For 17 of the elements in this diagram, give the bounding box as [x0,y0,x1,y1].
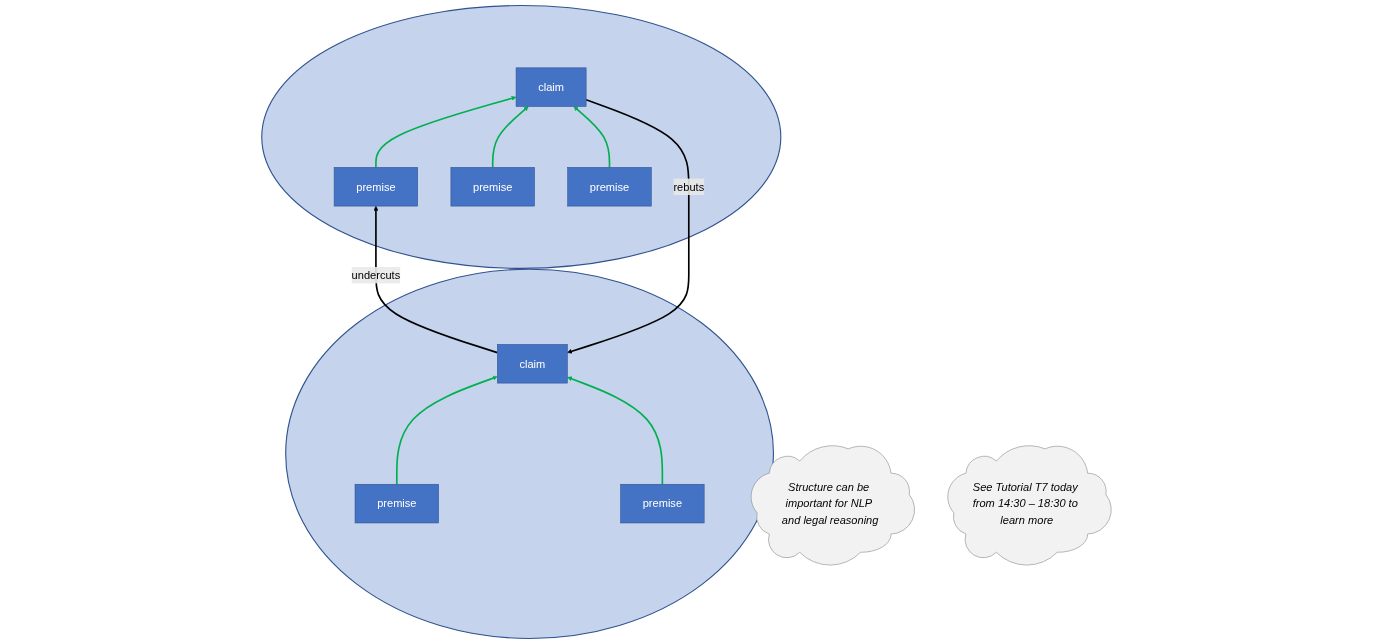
node-box: premise [620,484,705,524]
node-box: premise [567,167,652,207]
arrow [375,96,517,169]
node-box: premise [333,167,418,207]
arrow [573,106,611,169]
node-box: premise [354,484,439,524]
arrow [491,106,529,169]
arrow [567,376,664,486]
node-box: claim [497,344,568,384]
node-box: claim [515,67,587,107]
cluster [261,4,782,269]
edge-label: rebuts [673,180,705,193]
node-box: premise [450,167,535,207]
edge-label: undercuts [351,269,401,282]
arrow [373,205,499,354]
arrow [396,375,498,486]
arrow [567,99,690,354]
